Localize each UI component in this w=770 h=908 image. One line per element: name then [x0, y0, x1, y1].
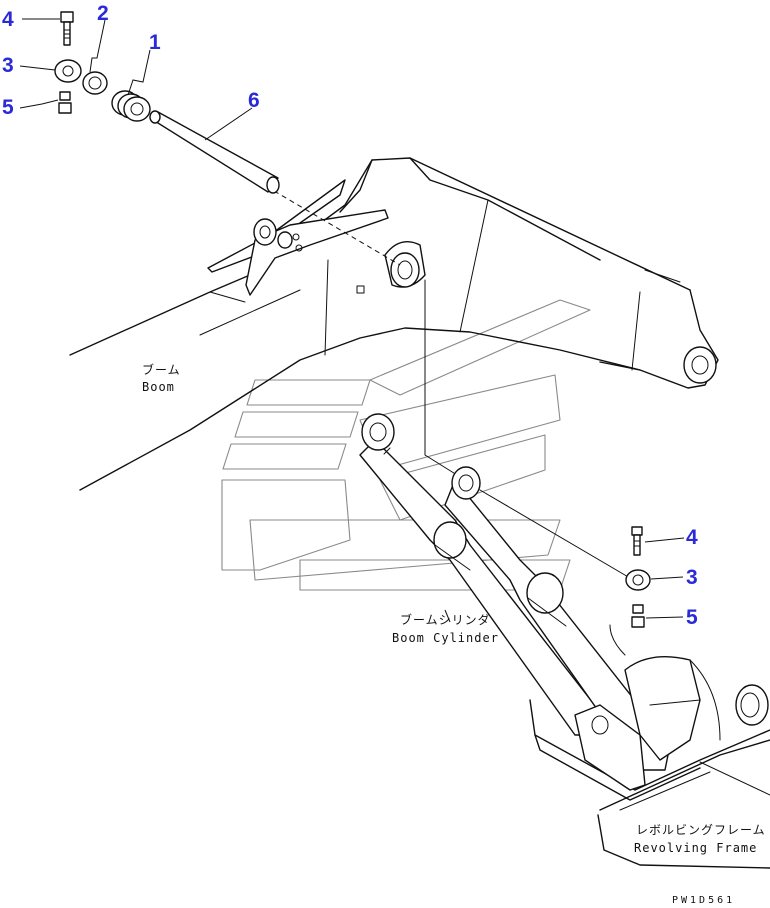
boom-cylinder-label-jp: ブームシリンダ — [400, 612, 491, 627]
callout-2: 2 — [97, 2, 109, 25]
callout-6: 6 — [248, 89, 260, 112]
boom-label-en: Boom — [142, 380, 175, 394]
callout-1: 1 — [149, 31, 161, 54]
watermark-logo — [221, 299, 591, 591]
pin-assembly-parts — [54, 11, 280, 194]
boom — [69, 157, 719, 491]
revolving-frame — [529, 624, 770, 869]
drawing-code: PW1D561 — [672, 895, 735, 906]
callout-4: 4 — [2, 8, 14, 31]
callout-4-right: 4 — [686, 526, 698, 549]
revolving-frame-label-jp: レボルビングフレーム — [636, 823, 766, 837]
boom-cylinder — [359, 413, 671, 771]
callout-3-right: 3 — [686, 566, 698, 589]
callout-5-right: 5 — [686, 606, 698, 629]
boom-cylinder-label-en: Boom Cylinder — [392, 631, 499, 645]
rod-pin-parts — [625, 526, 651, 628]
leader-lines — [19, 18, 685, 619]
revolving-frame-label-en: Revolving Frame — [634, 841, 757, 855]
callout-5: 5 — [2, 96, 14, 119]
callout-3: 3 — [2, 54, 14, 77]
boom-label-jp: ブーム — [142, 362, 181, 377]
